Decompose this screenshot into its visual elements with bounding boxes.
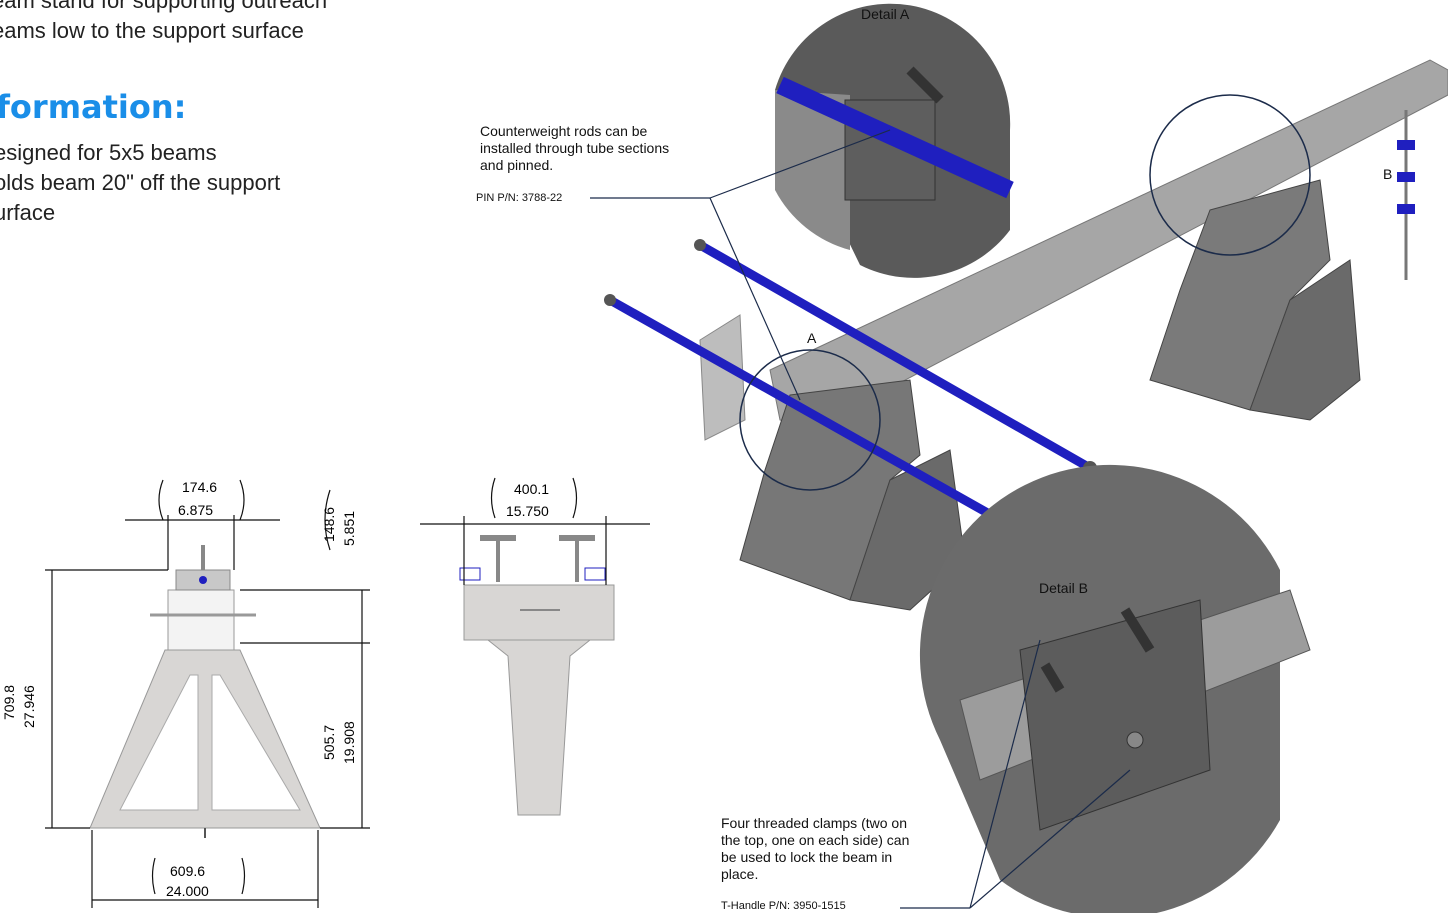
dim-base-h-mm: 505.7 [321,725,337,760]
detail-b-circle [1149,94,1311,256]
callout-clamps: Four threaded clamps (two on the top, on… [721,815,909,883]
bullet-3: urface [0,200,56,225]
info-bullets: esigned for 5x5 beams olds beam 20" off … [0,138,280,228]
detail-b-inset [919,464,1311,913]
detail-b-label: Detail B [1039,580,1089,596]
detail-a-label: Detail A [861,6,910,22]
isometric-assembly [590,3,1448,913]
side-head-box [463,584,615,641]
front-view-drawing: 174.6 6.875 609.6 24.000 709.8 27.946 14… [1,479,370,908]
front-dimension-lines [45,479,370,908]
leader-lines [590,129,1131,909]
side-dimension-lines [420,477,650,585]
marker-b: B [1383,166,1393,182]
main-beam [769,59,1448,431]
marker-a: A [807,330,817,346]
dim-side-w-in: 15.750 [506,503,549,519]
intro-line-1: eam stand for supporting outreach [0,0,328,13]
dim-base-w-in: 24.000 [166,883,209,899]
callout-counterweight: Counterweight rods can be installed thro… [480,123,669,174]
callout-b-line-3: be used to lock the beam in [721,849,893,865]
side-view-drawing: 400.1 15.750 [420,477,650,816]
dim-total-h-in: 27.946 [21,685,37,728]
info-heading: formation: [0,88,187,126]
dim-head-h-mm: 148.6 [321,507,337,542]
detail-a-circle [739,349,881,491]
rod-back [695,240,1095,473]
callout-b-line-2: the top, one on each side) can [721,832,910,848]
front-cutout-right [211,674,301,811]
intro-line-2: eams low to the support surface [0,18,304,43]
bullet-2: olds beam 20" off the support [0,170,281,195]
callout-b-line-1: Four threaded clamps (two on [721,815,907,831]
dim-base-h-in: 19.908 [341,721,357,764]
callout-a-line-3: and pinned. [480,157,554,173]
front-cutout-left [119,674,199,811]
bullet-1: esigned for 5x5 beams [0,140,217,165]
rod-front [605,295,1005,525]
callout-a-line-1: Counterweight rods can be [480,123,648,139]
detail-a-inset [775,3,1014,278]
side-leg-body [486,639,592,816]
dim-width-top-in: 6.875 [178,502,213,518]
dim-total-h-mm: 709.8 [1,685,17,720]
dim-width-top-mm: 174.6 [182,479,217,495]
thandle-part-number: T-Handle P/N: 3950-1515 [721,900,846,912]
callout-a-line-2: installed through tube sections [480,140,670,156]
pin-part-number: PIN P/N: 3788-22 [476,192,563,204]
intro-text: eam stand for supporting outreach eams l… [0,0,327,46]
callout-b-line-4: place. [721,866,759,882]
counterweight-plate [699,314,746,441]
dim-side-w-mm: 400.1 [514,481,549,497]
dim-head-h-in: 5.851 [341,511,357,546]
front-clamp-box [167,589,235,651]
dim-base-w-mm: 609.6 [170,863,205,879]
